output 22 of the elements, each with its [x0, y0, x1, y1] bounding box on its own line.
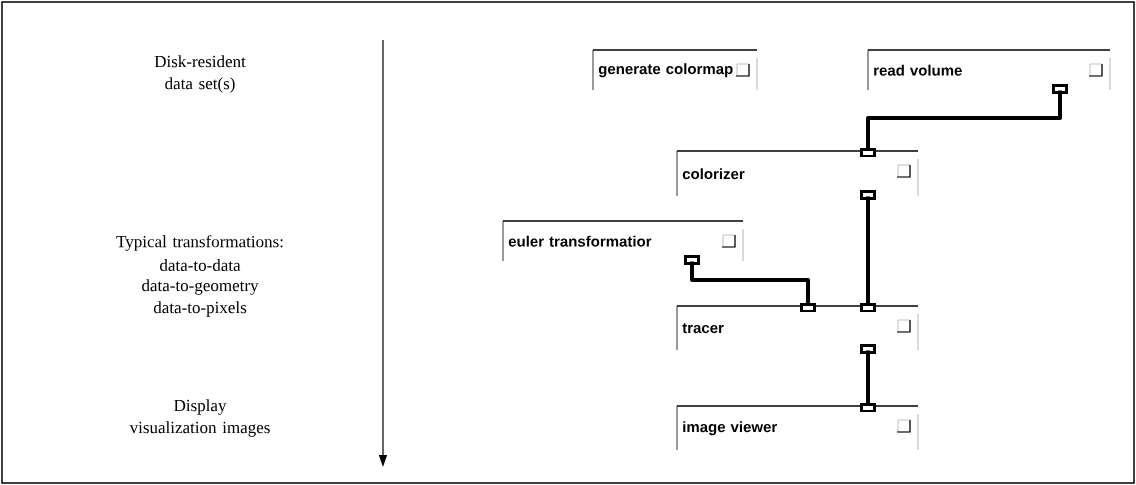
- module-box: image viewer: [676, 403, 919, 451]
- module-box: euler transformatior: [502, 220, 744, 265]
- module-box: generate colormap: [592, 49, 758, 91]
- node-label: read volume: [874, 64, 962, 76]
- stage-label: Typical transformations:: [116, 235, 283, 251]
- node-label: tracer: [682, 323, 724, 334]
- node-label: colorizer: [682, 168, 745, 180]
- module-box: colorizer: [676, 148, 919, 200]
- node-label: euler transformatior: [508, 235, 652, 247]
- stage-label: data-to-data: [160, 259, 241, 271]
- node-label: image viewer: [683, 421, 778, 436]
- stage-label: Display visualization images: [129, 399, 270, 437]
- module-box: read volume: [867, 49, 1111, 94]
- module-box: tracer: [676, 303, 919, 354]
- connector-line: [866, 90, 1062, 151]
- connector-line: [866, 350, 870, 406]
- node-label: generate colormap: [598, 63, 733, 78]
- connector-line: [866, 196, 870, 306]
- stage-label: data-to-pixels: [153, 301, 247, 317]
- stage-label: Disk-resident data set(s): [154, 55, 246, 93]
- stage-label: data-to-geometry: [142, 279, 259, 295]
- connector-line: [690, 261, 810, 306]
